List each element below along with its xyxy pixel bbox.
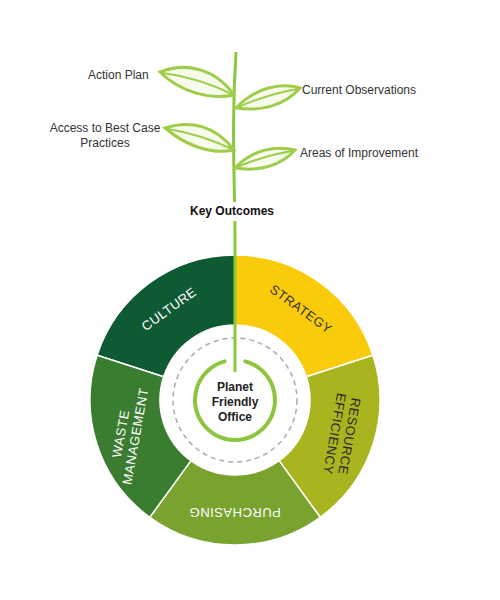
leaf: [165, 124, 234, 151]
leaf: [236, 86, 300, 109]
segment-label: RESOURCE EFFICIENCY: [319, 387, 365, 483]
segment-label: PURCHASING: [180, 505, 290, 520]
leaf-vein: [163, 73, 234, 95]
green-ring: [195, 361, 275, 440]
outcome-label: Areas of Improvement: [300, 146, 440, 161]
leaf: [235, 148, 295, 169]
leaf-vein: [235, 151, 293, 168]
dashed-ring: [173, 338, 297, 462]
leaf: [160, 67, 234, 96]
outcome-label: Access to Best Case Practices: [44, 121, 166, 151]
outcome-label: Action Plan: [88, 68, 168, 83]
center-disc: [160, 325, 310, 475]
center-label: Planet Friendly Office: [204, 380, 266, 425]
section-heading: Key Outcomes: [186, 202, 278, 221]
leaf-vein: [236, 89, 298, 108]
segment-label: WASTE MANAGEMENT: [105, 384, 152, 486]
outcome-label: Current Observations: [302, 83, 442, 98]
leaf-vein: [168, 129, 234, 150]
